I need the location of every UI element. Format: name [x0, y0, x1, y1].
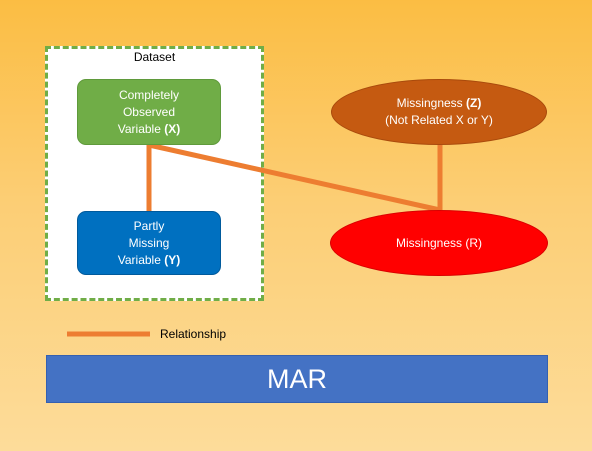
node-partly-missing-variable-y: Partly Missing Variable (Y)	[77, 211, 221, 275]
node-x-line1: Completely	[118, 87, 179, 102]
node-missingness-r: Missingness (R)	[330, 210, 548, 276]
node-z-line1: Missingness	[396, 96, 466, 110]
mar-banner: MAR	[46, 355, 548, 403]
node-y-line3: Variable	[117, 252, 165, 267]
node-x-line2: Observed	[122, 104, 175, 119]
node-x-line3: Variable	[117, 121, 165, 136]
node-z-line2: (Not Related X or Y)	[385, 113, 493, 127]
relationship-x-r	[148, 142, 441, 213]
mar-banner-label: MAR	[267, 363, 327, 394]
dataset-label: Dataset	[133, 50, 176, 64]
node-completely-observed-variable-x: Completely Observed Variable (X)	[77, 79, 221, 145]
node-z-tag: (Z)	[466, 96, 482, 110]
legend-label: Relationship	[160, 327, 227, 341]
node-y-line2: Missing	[128, 235, 170, 250]
node-y-tag: (Y)	[164, 252, 181, 267]
node-x-tag: (X)	[164, 121, 181, 136]
node-y-line1: Partly	[133, 218, 165, 233]
node-missingness-z: Missingness (Z) (Not Related X or Y)	[331, 79, 547, 145]
node-r-label: Missingness (R)	[395, 235, 482, 250]
